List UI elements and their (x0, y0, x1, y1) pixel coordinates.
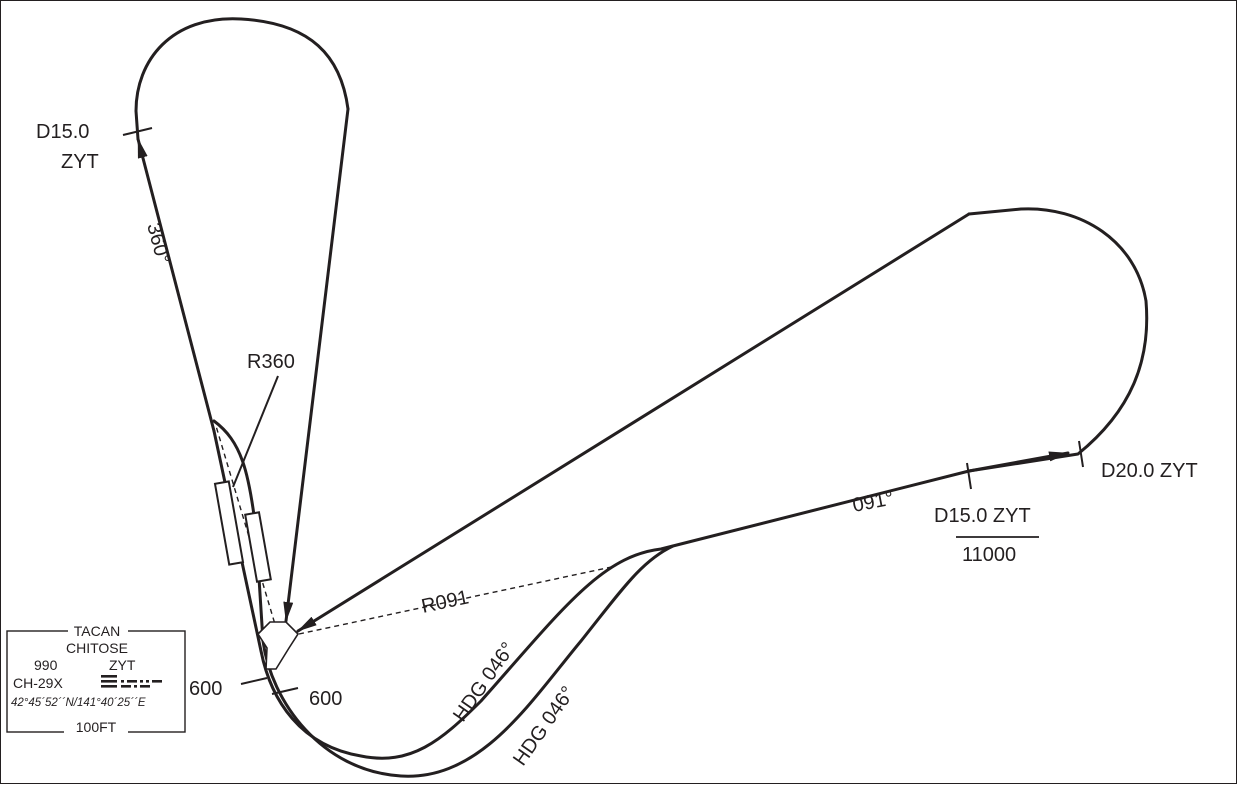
morse-code-icon (101, 675, 162, 688)
east-near-fix-label: D15.0 ZYT (934, 505, 1031, 527)
heading-inner-label: HDG 046° (449, 638, 519, 725)
tick-left-600 (240, 677, 268, 685)
navaid-elevation: 100FT (76, 719, 117, 735)
heading-outer-label: HDG 046° (509, 682, 579, 769)
inner-track (212, 429, 971, 760)
navaid-frequency: 990 (34, 657, 58, 673)
east-course-label: 091° (851, 487, 896, 516)
runway-left (213, 480, 245, 566)
runway-right (244, 511, 272, 583)
tick-north-fix (122, 127, 153, 136)
tick-east-far (1078, 440, 1084, 468)
east-far-fix-label: D20.0 ZYT (1101, 460, 1198, 482)
north-fix-ident: ZYT (61, 151, 99, 173)
altitude-right-label: 600 (309, 688, 342, 710)
north-inbound-leg (283, 107, 350, 623)
tick-right-600 (271, 687, 299, 695)
east-turn (967, 207, 1149, 473)
altitude-left-label: 600 (189, 678, 222, 700)
navaid-ident: ZYT (109, 657, 136, 673)
outer-track (212, 419, 675, 778)
tacan-info-box: TACAN CHITOSE 990 ZYT CH-29X 42°45´52´´N… (6, 623, 186, 735)
leader-r360 (232, 375, 279, 488)
navaid-type: TACAN (74, 623, 120, 639)
navaid-name: CHITOSE (66, 640, 128, 656)
north-turn (134, 17, 350, 141)
radial-091-label: R091 (419, 586, 470, 617)
navaid-coordinates: 42°45´52´´N/141°40´25´´E (11, 697, 146, 709)
tacan-icon (256, 621, 300, 670)
east-inbound-leg (296, 212, 971, 633)
east-altitude-label: 11000 (962, 544, 1016, 566)
north-outbound-leg (136, 137, 216, 433)
navaid-channel: CH-29X (13, 675, 63, 691)
tick-east-near (966, 462, 972, 490)
east-outbound-leg-arrow (967, 451, 1070, 473)
north-fix-distance: D15.0 (36, 121, 89, 143)
north-course-label: 360° (142, 221, 174, 267)
radial-360-label: R360 (247, 351, 295, 373)
radial-091-line (298, 565, 617, 635)
